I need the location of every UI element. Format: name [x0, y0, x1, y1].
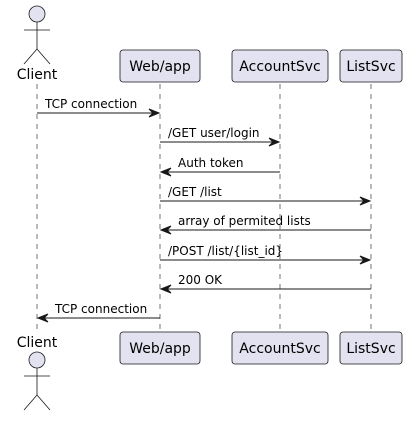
participant-list-top: ListSvc: [339, 49, 403, 83]
participant-box: [231, 331, 329, 365]
message-label: TCP connection: [44, 97, 137, 111]
participant-box: [119, 49, 201, 83]
participant-box: [339, 331, 403, 365]
participant-label: AccountSvc: [239, 59, 320, 75]
actor-client-top: Client: [17, 5, 58, 83]
participant-web-top: Web/app: [119, 49, 201, 83]
message-label: /GET user/login: [168, 126, 260, 140]
arrowhead-icon: [148, 108, 161, 118]
participant-box: [339, 49, 403, 83]
participant-account-top: AccountSvc: [231, 49, 329, 83]
participant-box: [231, 49, 329, 83]
actor-head-icon: [28, 351, 46, 369]
arrowhead-icon: [359, 196, 372, 206]
arrowhead-icon: [359, 255, 372, 265]
participant-heads: ClientClientWeb/appWeb/appAccountSvcAcco…: [17, 5, 403, 411]
participant-label: Web/app: [129, 341, 191, 357]
message-8: TCP connection: [36, 302, 160, 323]
participant-account-bottom: AccountSvc: [231, 331, 329, 365]
message-label: 200 OK: [178, 273, 223, 287]
participant-web-bottom: Web/app: [119, 331, 201, 365]
arrowhead-icon: [159, 225, 172, 235]
participant-box: [119, 331, 201, 365]
participant-label: Web/app: [129, 59, 191, 75]
actor-client-bottom: Client: [17, 335, 58, 411]
message-label: Auth token: [178, 156, 244, 170]
message-2: /GET user/login: [160, 126, 281, 147]
actor-label: Client: [17, 335, 58, 351]
message-label: /GET /list: [168, 185, 222, 199]
actor-label: Client: [17, 67, 58, 83]
arrowhead-icon: [268, 137, 281, 147]
message-4: /GET /list: [160, 185, 372, 206]
message-3: Auth token: [159, 156, 280, 177]
participant-label: AccountSvc: [239, 341, 320, 357]
arrowhead-icon: [159, 167, 172, 177]
actor-head-icon: [28, 5, 46, 23]
lifelines: [36, 84, 372, 332]
message-label: array of permited lists: [178, 214, 311, 228]
actor-body-icon: [23, 22, 51, 65]
arrowhead-icon: [159, 284, 172, 294]
participant-list-bottom: ListSvc: [339, 331, 403, 365]
message-1: TCP connection: [37, 97, 161, 118]
message-label: /POST /list/{list_id}: [168, 244, 283, 258]
message-5: array of permited lists: [159, 214, 371, 235]
arrowhead-icon: [36, 313, 49, 323]
participant-label: ListSvc: [346, 59, 395, 75]
participant-label: ListSvc: [346, 341, 395, 357]
message-label: TCP connection: [54, 302, 147, 316]
message-6: /POST /list/{list_id}: [160, 244, 372, 265]
message-7: 200 OK: [159, 273, 371, 294]
actor-body-icon: [23, 368, 51, 411]
